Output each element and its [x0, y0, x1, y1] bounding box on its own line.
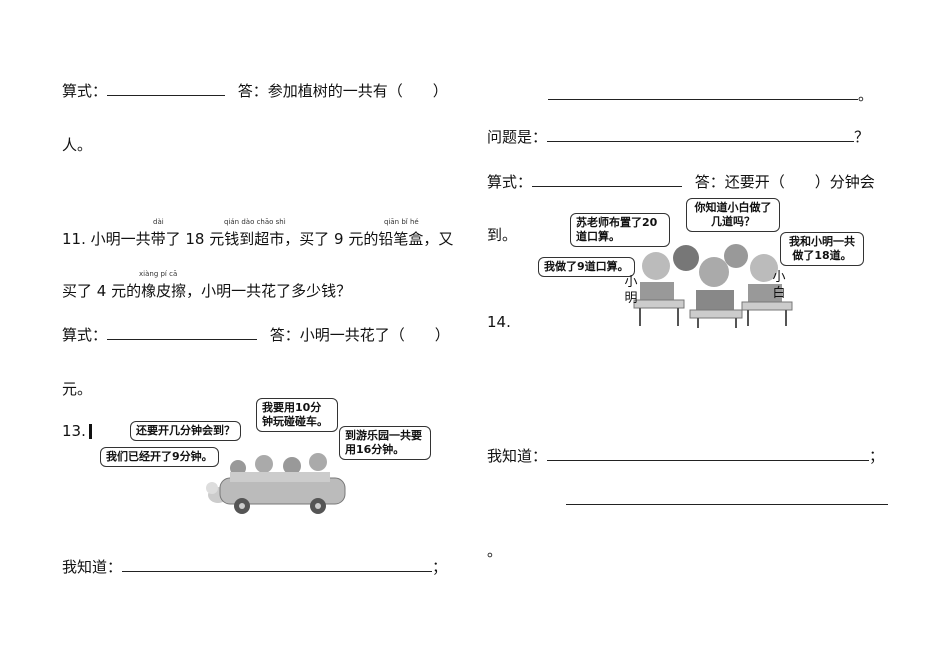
q12-unit: 到。 [487, 226, 518, 244]
speech-bubble-bumper-car: 我要用10分钟玩碰碰车。 [256, 398, 338, 432]
name-xiaobai: 小白 [772, 270, 786, 301]
question-blank[interactable] [547, 127, 855, 142]
formula-label: 算式： [487, 173, 533, 191]
q14-number: 14. [487, 313, 511, 331]
q14-know-row: 我知道：； [487, 446, 885, 465]
q14-second-blank [566, 490, 888, 509]
text-cursor [88, 424, 92, 439]
know-label: 我知道： [62, 558, 123, 576]
q-prev-formula-row: 算式： 答：参加植树的一共有（ ） [62, 80, 448, 101]
q12-top-blank-row: 。 [548, 84, 873, 105]
q14-period: 。 [487, 542, 503, 560]
formula-label: 算式： [62, 82, 108, 100]
q-prev-unit: 人。 [62, 136, 93, 154]
pinyin-qian-dao-chao-shi: qián dào chāo shì [224, 218, 286, 226]
speech-bubble-total-time: 到游乐园一共要用16分钟。 [339, 426, 431, 460]
pinyin-xiang-pi-ca: xiàng pí cā [139, 270, 178, 278]
q11-formula-row: 算式： 答：小明一共花了（ ） [62, 324, 450, 345]
speech-bubble-did-nine: 我做了9道口算。 [538, 257, 635, 277]
name-xiaoming: 小明 [624, 275, 638, 306]
q11-line2: 买了 4 元的橡皮擦，小明一共花了多少钱？ [62, 282, 352, 300]
q13-number: 13. [62, 422, 92, 440]
formula-blank[interactable] [107, 325, 258, 340]
speech-bubble-together: 我和小明一共做了18道。 [780, 232, 864, 266]
speech-bubble-how-long: 还要开几分钟会到？ [130, 421, 241, 441]
q11-line1: 11. 小明一共带了 18 元钱到超市，买了 9 元的铅笔盒，又 [62, 230, 454, 248]
speech-bubble-question: 你知道小白做了几道吗？ [686, 198, 780, 232]
blank-line[interactable] [548, 85, 858, 100]
know-blank[interactable] [122, 557, 433, 572]
know-blank[interactable] [547, 446, 870, 461]
q11-unit: 元。 [62, 380, 93, 398]
know-label: 我知道： [487, 447, 548, 465]
speech-bubble-driven: 我们已经开了9分钟。 [100, 447, 219, 467]
formula-label: 算式： [62, 326, 108, 344]
q12-question-row: 问题是：？ [487, 127, 870, 146]
pinyin-qian-bi-he: qiān bǐ hé [384, 218, 419, 226]
answer-text: 答：小明一共花了（ ） [269, 326, 450, 344]
question-label: 问题是： [487, 128, 548, 146]
speech-bubble-teacher: 苏老师布置了20道口算。 [570, 213, 670, 247]
pinyin-dai: dài [153, 218, 164, 226]
q12-formula-row: 算式： 答：还要开（ ）分钟会 [487, 171, 875, 192]
formula-blank[interactable] [107, 81, 226, 96]
answer-text: 答：参加植树的一共有（ ） [237, 82, 448, 100]
answer-text: 答：还要开（ ）分钟会 [694, 173, 875, 191]
formula-blank[interactable] [532, 172, 683, 187]
q13-know-row: 我知道：； [62, 557, 448, 576]
car-illustration [206, 453, 346, 514]
blank-line[interactable] [566, 490, 888, 505]
kids-illustration [633, 244, 793, 328]
